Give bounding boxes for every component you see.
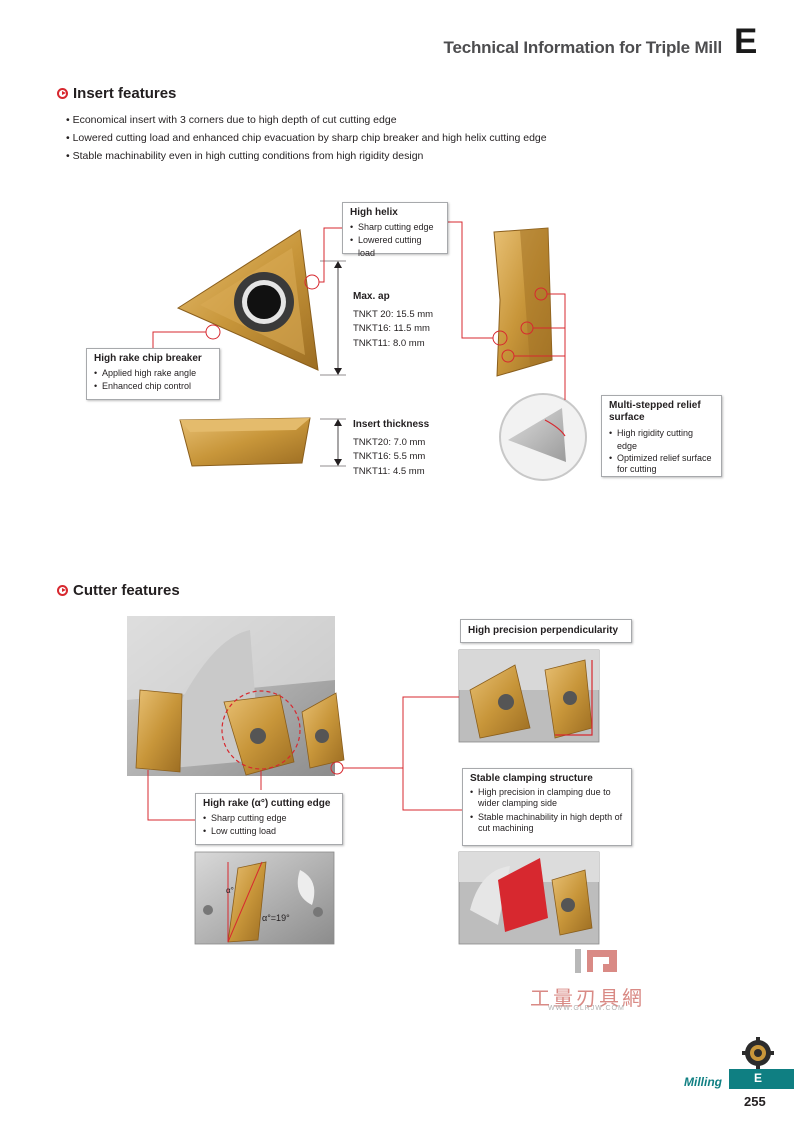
cutter-features-title: Cutter features	[73, 582, 180, 599]
cutter-body-image	[127, 616, 345, 776]
callout-title: Multi-stepped relief surface	[609, 400, 701, 423]
spec-title: Insert thickness	[353, 419, 430, 430]
callout-item: Sharp cutting edge	[203, 812, 335, 825]
page-number: 255	[744, 1094, 766, 1109]
callout-item: Optimized relief surface for cutting	[609, 453, 714, 475]
callout-item: High precision in clamping due to wider …	[470, 787, 624, 809]
cutter-features-heading: Cutter features	[57, 582, 180, 599]
callout-title: High helix	[350, 207, 398, 218]
bullet-item: Stable machinability even in high cuttin…	[66, 147, 547, 165]
spec-item: TNKT16: 5.5 mm	[353, 451, 426, 462]
circle-arrow-icon	[57, 585, 68, 596]
insert-features-heading: Insert features	[57, 85, 176, 102]
alpha-symbol-label: α°	[226, 886, 234, 895]
spec-title: Max. ap	[353, 291, 390, 302]
milling-cutter-icon	[742, 1037, 774, 1069]
callout-item: Lowered cutting load	[350, 234, 440, 260]
callout-item: High rigidity cutting edge	[609, 427, 714, 453]
bullet-item: Economical insert with 3 corners due to …	[66, 111, 547, 129]
perpendicularity-callout: High precision perpendicularity	[460, 619, 632, 643]
chip-breaker-callout: High rake chip breaker Applied high rake…	[86, 348, 220, 400]
triangle-insert-image	[176, 229, 319, 371]
insert-features-title: Insert features	[73, 85, 177, 102]
clamping-callout: Stable clamping structure High precision…	[462, 768, 632, 846]
high-helix-callout: High helix Sharp cutting edge Lowered cu…	[342, 202, 448, 258]
bullet-item: Lowered cutting load and enhanced chip e…	[66, 129, 547, 147]
watermark-chinese: 工量刃具網	[530, 988, 645, 1010]
insert-thickness-spec: Insert thickness TNKT20: 7.0 mm TNKT16: …	[353, 418, 429, 479]
callout-title: High precision perpendicularity	[468, 625, 619, 636]
spec-item: TNKT11: 4.5 mm	[353, 465, 425, 477]
spec-item: TNKT20: 7.0 mm	[353, 436, 426, 448]
relief-surface-callout: Multi-stepped relief surface High rigidi…	[601, 395, 722, 477]
callout-title: High rake chip breaker	[94, 353, 202, 364]
clamping-photo	[458, 851, 600, 945]
callout-item: Enhanced chip control	[94, 380, 212, 393]
circle-arrow-icon	[57, 88, 68, 99]
footer-letter: E	[753, 1071, 762, 1085]
spec-item: TNKT11: 8.0 mm	[353, 337, 425, 349]
max-ap-spec: Max. ap TNKT 20: 15.5 mm TNKT16: 11.5 mm…	[353, 290, 433, 351]
alpha-value-label: α°=19°	[262, 913, 290, 923]
callout-title: Stable clamping structure	[470, 773, 593, 784]
footer-tab-bar	[729, 1069, 794, 1089]
callout-title: High rake (α°) cutting edge	[203, 798, 331, 809]
perpendicularity-photo	[458, 649, 600, 743]
page-header-title: Technical Information for Triple Mill	[443, 38, 723, 57]
footer-section-label: Milling	[684, 1075, 722, 1089]
rake-angle-photo	[194, 851, 335, 945]
high-rake-callout: High rake (α°) cutting edge Sharp cuttin…	[195, 793, 343, 845]
watermark-logo	[575, 949, 617, 973]
callout-item: Low cutting load	[203, 825, 335, 838]
callout-item: Applied high rake angle	[94, 367, 212, 380]
spec-item: TNKT 20: 15.5 mm	[353, 308, 434, 320]
watermark-url: WWW.GLRJW.COM	[548, 1005, 625, 1012]
section-letter: E	[734, 22, 758, 61]
insert-features-bullets: Economical insert with 3 corners due to …	[66, 111, 547, 165]
callout-item: Sharp cutting edge	[350, 221, 440, 234]
spec-item: TNKT16: 11.5 mm	[353, 323, 430, 334]
callout-item: Stable machinability in high depth of cu…	[470, 812, 624, 834]
